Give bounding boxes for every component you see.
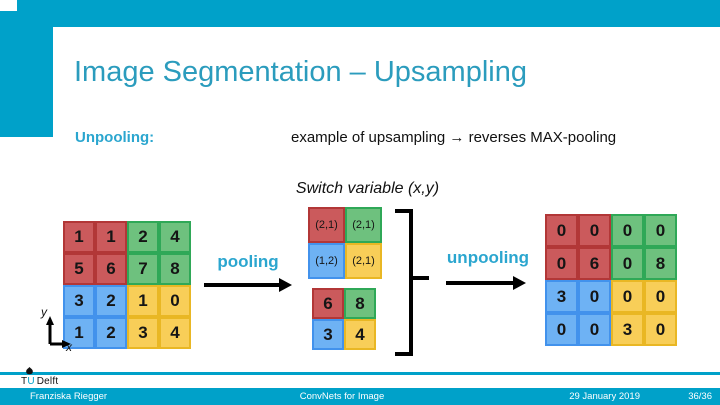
x-axis-label: x bbox=[66, 340, 72, 354]
grid-cell: 3 bbox=[611, 313, 644, 346]
grid-cell: 8 bbox=[644, 247, 677, 280]
unpooling-heading: Unpooling: bbox=[75, 129, 155, 146]
output-grid: 0 0 0 0 0 6 0 8 3 0 0 0 0 0 3 0 bbox=[545, 214, 677, 346]
top-left-notch bbox=[0, 0, 17, 11]
grid-cell: 0 bbox=[159, 285, 191, 317]
grid-cell: (1,2) bbox=[308, 243, 345, 279]
grid-cell: 6 bbox=[578, 247, 611, 280]
grid-cell: (2,1) bbox=[308, 207, 345, 243]
grid-cell: 4 bbox=[344, 319, 376, 350]
grid-cell: 0 bbox=[644, 214, 677, 247]
grid-cell: 7 bbox=[127, 253, 159, 285]
grid-cell: (2,1) bbox=[345, 207, 382, 243]
grid-cell: 2 bbox=[95, 317, 127, 349]
grid-cell: 0 bbox=[611, 214, 644, 247]
footer-bar: Franziska Riegger ConvNets for Image 29 … bbox=[0, 388, 720, 405]
unpooling-arrow bbox=[446, 276, 526, 290]
grid-cell: 0 bbox=[578, 313, 611, 346]
tudelft-flame-icon bbox=[26, 367, 33, 375]
grid-cell: 1 bbox=[95, 221, 127, 253]
left-accent-rectangle bbox=[0, 0, 53, 137]
pooling-label: pooling bbox=[217, 252, 279, 271]
switch-variable-grid: (2,1) (2,1) (1,2) (2,1) bbox=[308, 207, 382, 279]
grid-cell: 8 bbox=[159, 253, 191, 285]
logo-t: T bbox=[21, 376, 28, 387]
grouping-bracket-nub bbox=[411, 276, 429, 280]
slide-title: Image Segmentation – Upsampling bbox=[74, 56, 527, 88]
footer-date: 29 January 2019 bbox=[569, 391, 640, 402]
grid-cell: 0 bbox=[578, 280, 611, 313]
grid-cell: 1 bbox=[127, 285, 159, 317]
switch-variable-caption: Switch variable (x,y) bbox=[295, 180, 440, 197]
grid-cell: 6 bbox=[95, 253, 127, 285]
unpooling-label: unpooling bbox=[446, 248, 530, 267]
y-axis-label: y bbox=[41, 305, 47, 319]
grid-cell: 0 bbox=[611, 280, 644, 313]
grid-cell: 0 bbox=[545, 313, 578, 346]
grid-cell: 0 bbox=[545, 247, 578, 280]
grid-cell: 0 bbox=[644, 280, 677, 313]
logo-delft: Delft bbox=[36, 376, 59, 387]
pooled-values-grid: 6 8 3 4 bbox=[312, 288, 376, 350]
grouping-bracket bbox=[395, 209, 413, 356]
grid-cell: 2 bbox=[127, 221, 159, 253]
top-accent-bar bbox=[0, 0, 720, 27]
arrow-shaft bbox=[446, 281, 513, 285]
footer-page-number: 36/36 bbox=[688, 391, 712, 402]
grid-cell: 6 bbox=[312, 288, 344, 319]
grid-cell: 1 bbox=[63, 221, 95, 253]
arrow-head bbox=[279, 278, 292, 292]
grid-cell: 8 bbox=[344, 288, 376, 319]
footer-author: Franziska Riegger bbox=[30, 391, 108, 402]
grid-cell: 3 bbox=[545, 280, 578, 313]
grid-cell: (2,1) bbox=[345, 243, 382, 279]
grid-cell: 3 bbox=[312, 319, 344, 350]
input-grid: 1 1 2 4 5 6 7 8 3 2 1 0 1 2 3 4 bbox=[63, 221, 191, 349]
grid-cell: 4 bbox=[159, 221, 191, 253]
grid-cell: 2 bbox=[95, 285, 127, 317]
arrow-head bbox=[513, 276, 526, 290]
grid-cell: 5 bbox=[63, 253, 95, 285]
pooling-arrow bbox=[204, 278, 292, 292]
grid-cell: 0 bbox=[578, 214, 611, 247]
axis-arrows-icon bbox=[46, 316, 71, 348]
footer-course-title: ConvNets for Image bbox=[299, 391, 385, 402]
grid-cell: 0 bbox=[545, 214, 578, 247]
grid-cell: 3 bbox=[127, 317, 159, 349]
grid-cell: 4 bbox=[159, 317, 191, 349]
logo-u: U bbox=[27, 376, 35, 387]
grid-cell: 3 bbox=[63, 285, 95, 317]
example-description: example of upsampling → reverses MAX-poo… bbox=[291, 129, 617, 146]
arrow-shaft bbox=[204, 283, 279, 287]
grid-cell: 0 bbox=[611, 247, 644, 280]
footer-divider-line bbox=[0, 372, 720, 375]
grid-cell: 0 bbox=[644, 313, 677, 346]
